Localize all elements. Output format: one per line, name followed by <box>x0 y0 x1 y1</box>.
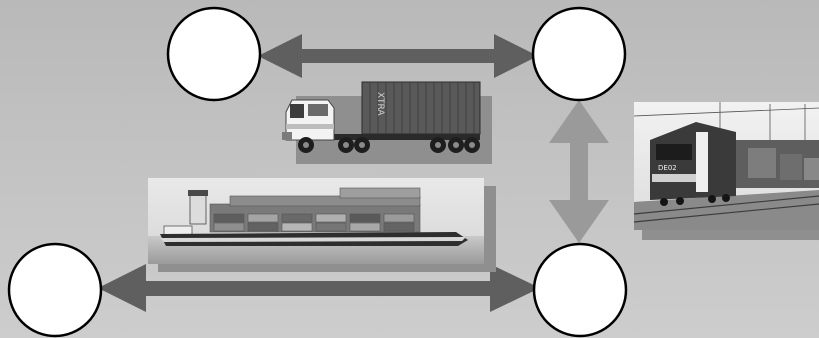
barge-image <box>148 178 496 272</box>
container-label: XTRA <box>375 92 385 116</box>
node-bottom-left <box>7 242 103 338</box>
arrow-top-right-to-bottom-right <box>549 100 609 243</box>
locomotive-label: DE02 <box>658 164 677 172</box>
truck-image: XTRA <box>282 81 492 164</box>
node-top-left <box>166 6 262 102</box>
train-image: DE02 <box>633 102 819 240</box>
node-top-right <box>531 6 627 102</box>
node-bottom-right <box>532 242 628 338</box>
shipping-container <box>361 81 481 135</box>
arrow-top-left-to-top-right <box>258 34 538 78</box>
arrow-bottom-left-to-bottom-right <box>98 264 540 312</box>
